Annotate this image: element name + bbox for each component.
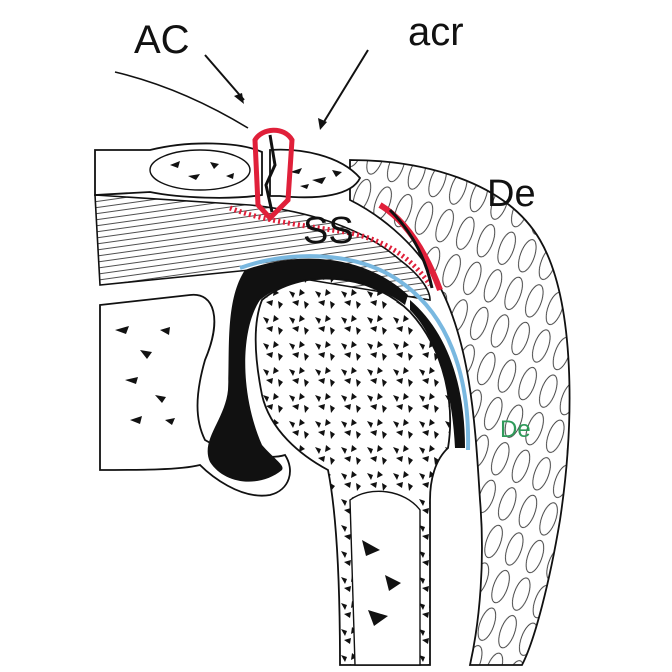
clavicle-bone (94, 142, 263, 199)
ac-joint-highlight (252, 127, 295, 222)
ac-pointer-arrow (204, 54, 245, 101)
ac-label: AC (134, 18, 190, 62)
acr-label: acr (408, 10, 464, 54)
joint-cartilage-highlight (239, 254, 471, 451)
deltoid-inner-label: De (500, 416, 531, 443)
supraspinatus-label: SS (303, 210, 354, 252)
skin-contour-line (114, 71, 249, 129)
deltoid-label: De (487, 173, 536, 215)
humeral-shaft-canal (349, 490, 421, 666)
subacromial-bursa-highlight (229, 205, 433, 287)
acromion-bone (269, 148, 362, 199)
glenohumeral-joint-space (207, 258, 408, 482)
deltoid-muscle (349, 159, 571, 666)
scapula-bone (99, 294, 291, 497)
acr-pointer-arrow (321, 49, 369, 126)
